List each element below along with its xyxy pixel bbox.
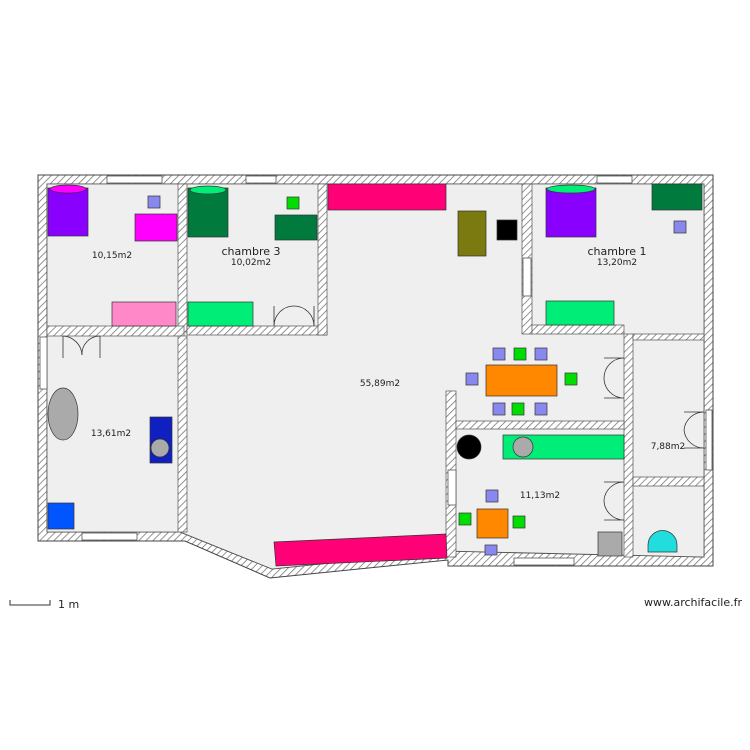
grey-box — [597, 531, 623, 557]
stool-left — [147, 195, 161, 209]
windows — [39, 175, 713, 566]
name-bedroom-3: chambre 3 — [221, 245, 280, 258]
shower-drain — [150, 438, 170, 458]
cabinet-blue — [47, 502, 75, 530]
scale-label: 1 m — [58, 598, 79, 611]
bathtub — [47, 387, 79, 441]
furniture — [47, 183, 703, 567]
sideboard-bottom — [273, 533, 448, 567]
bed-purple-left — [47, 187, 89, 237]
floor-area — [46, 183, 705, 570]
watermark: www.archifacile.fr — [644, 596, 742, 609]
area-dining-lower: 11,13m2 — [520, 491, 560, 501]
pillow-left — [49, 184, 87, 194]
area-main-living: 55,89m2 — [360, 379, 400, 389]
room-labels: 10,15m2 chambre 3 10,02m2 55,89m2 chambr… — [91, 245, 685, 501]
name-bedroom-1: chambre 1 — [587, 245, 646, 258]
area-bedroom-3: 10,02m2 — [231, 258, 271, 268]
armchair — [457, 210, 487, 257]
small-table — [476, 508, 509, 539]
area-bathroom: 13,61m2 — [91, 429, 131, 439]
pillow-ch3 — [189, 185, 227, 195]
wardrobe-ch1 — [545, 300, 615, 326]
pillow-ch1 — [546, 184, 596, 194]
desk-green-ch3 — [274, 214, 318, 241]
stool-ch3 — [286, 196, 300, 210]
area-bedroom-left: 10,15m2 — [92, 251, 132, 261]
dining-table — [485, 364, 558, 397]
stool-ch1 — [673, 220, 687, 234]
sink — [512, 436, 534, 458]
wardrobe-ch3 — [187, 301, 254, 327]
black-circle — [456, 434, 482, 460]
bed-green-ch3 — [187, 187, 229, 238]
desk-magenta — [134, 213, 178, 242]
desk-green-ch1 — [651, 183, 703, 211]
black-box — [496, 219, 518, 241]
area-small-right: 7,88m2 — [651, 442, 686, 452]
scale-bar: 1 m — [9, 598, 79, 611]
door-swings — [62, 305, 705, 521]
toilet — [647, 530, 678, 553]
bed-purple-ch1 — [545, 187, 597, 238]
sideboard-top — [327, 183, 447, 211]
dresser-pink — [111, 301, 177, 327]
area-bedroom-1: 13,20m2 — [597, 258, 637, 268]
